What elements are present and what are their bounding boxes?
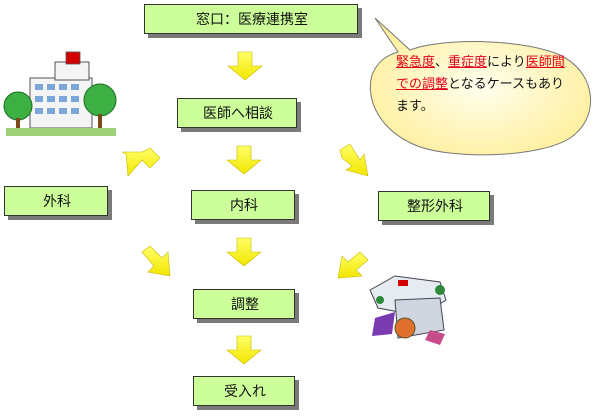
bubble-coordination: 医師間での調整: [396, 55, 565, 92]
bubble-severity: 重症度: [448, 55, 488, 70]
box-naika: 内科: [191, 190, 295, 220]
arrow-down-1: [227, 51, 263, 81]
hospital-building-icon: [3, 51, 117, 136]
box-seikei-label: 整形外科: [407, 199, 463, 215]
arrow-seikei-chosei: [337, 251, 369, 279]
arrow-down-2: [226, 145, 262, 175]
arrow-down-4: [226, 335, 262, 365]
box-geka-label: 外科: [43, 194, 71, 210]
arrow-geka-chosei: [141, 245, 171, 277]
box-ukeire: 受入れ: [193, 376, 295, 406]
bubble-sep: 、: [435, 55, 449, 70]
arrow-down-right: [339, 143, 369, 177]
bubble-urgency: 緊急度: [396, 55, 436, 70]
ambulance-icon: [369, 275, 447, 345]
speech-bubble-text: 緊急度、重症度により医師間での調整となるケースもあります。: [396, 52, 576, 118]
box-window-label: 窓口：医療連携室: [196, 12, 308, 28]
box-naika-label: 内科: [230, 198, 258, 214]
speech-bubble: [369, 17, 591, 156]
box-consult-doctor: 医師へ相談: [177, 98, 297, 128]
box-chosei: 調整: [193, 289, 295, 319]
box-window-contact: 窓口：医療連携室: [144, 4, 358, 34]
box-geka: 外科: [4, 186, 108, 216]
bubble-by: により: [487, 55, 526, 70]
box-chosei-label: 調整: [231, 297, 259, 313]
bubble-ending: となるケースもあります。: [396, 77, 564, 114]
box-ukeire-label: 受入れ: [224, 384, 266, 400]
arrow-down-left: [121, 147, 161, 177]
box-seikei: 整形外科: [378, 191, 490, 221]
arrow-down-3: [226, 237, 262, 267]
box-consult-label: 医師へ相談: [203, 106, 273, 122]
